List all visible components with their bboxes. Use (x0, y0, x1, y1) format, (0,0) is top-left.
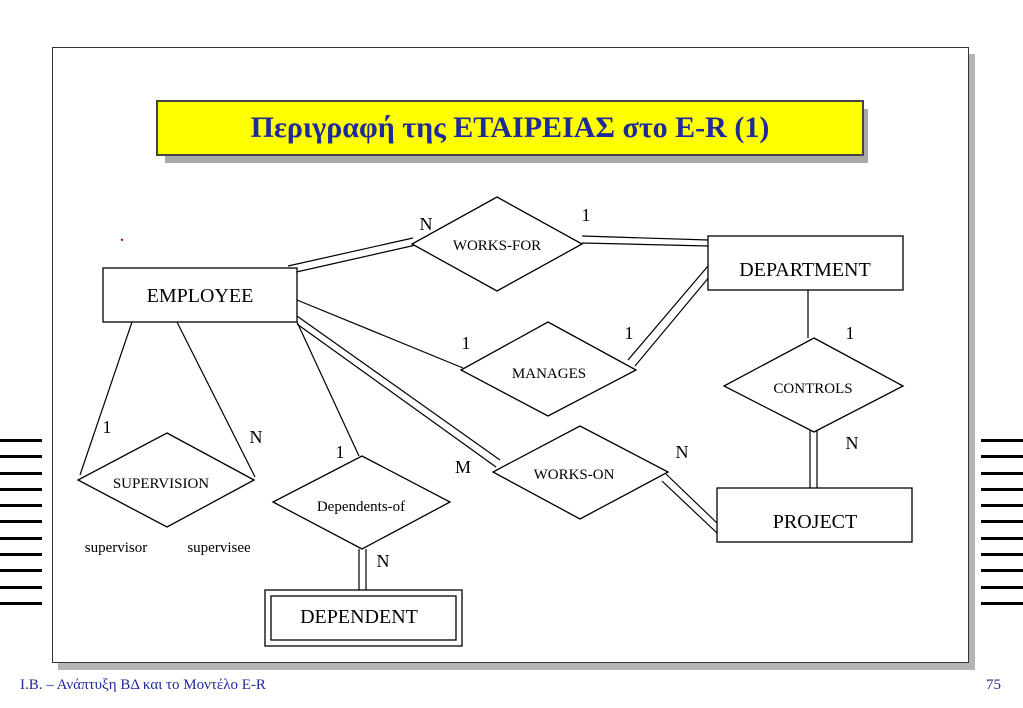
edge-employee-supervision-supervisor (79, 321, 133, 476)
label-controls: CONTROLS (773, 381, 852, 397)
card-worksfor-department: 1 (582, 205, 591, 225)
edge-workson-project-a (665, 473, 718, 524)
left-stripes (0, 439, 42, 618)
card-worksfor-employee: N (420, 214, 433, 234)
edge-manages-department-a (627, 265, 709, 361)
rel-works-for (410, 196, 584, 292)
entity-dependent-inner (270, 595, 457, 641)
edge-worksfor-department-b (581, 242, 709, 247)
rel-supervision (76, 432, 256, 528)
label-manages: MANAGES (512, 366, 586, 382)
card-supervision-supervisee: N (250, 427, 263, 447)
rel-manages (459, 321, 638, 417)
card-controls-project: N (846, 433, 859, 453)
card-workson-project: N (676, 442, 689, 462)
label-works-for: WORKS-FOR (453, 238, 541, 254)
footer-page-number: 75 (986, 677, 1001, 693)
footer-course-title: Ι.Β. – Ανάπτυξη ΒΔ και το Μοντέλο E-R (20, 677, 266, 693)
rel-dependents-of (271, 455, 452, 550)
card-workson-employee: M (455, 457, 471, 477)
edge-employee-worksfor-a (287, 237, 414, 267)
label-dependents-of: Dependents-of (317, 499, 405, 515)
edge-employee-worksfor-b (291, 244, 417, 274)
card-dependentsof-employee: 1 (336, 442, 345, 462)
label-project: PROJECT (773, 511, 857, 533)
label-supervision: SUPERVISION (113, 476, 209, 492)
edge-manages-department-b (634, 275, 711, 367)
edge-employee-workson-b (296, 323, 497, 468)
label-dependent: DEPENDENT (300, 606, 418, 628)
edge-employee-supervision-supervisee (176, 321, 256, 478)
entity-department (707, 235, 904, 291)
card-manages-employee: 1 (462, 333, 471, 353)
label-works-on: WORKS-ON (534, 467, 615, 483)
card-manages-department: 1 (625, 323, 634, 343)
edge-worksfor-department-a (581, 235, 709, 241)
right-stripes (981, 439, 1023, 618)
edge-employee-manages (296, 299, 464, 369)
entity-employee (102, 267, 298, 323)
entity-project (716, 487, 913, 543)
edge-employee-workson-a (296, 315, 501, 461)
role-supervisee: supervisee (187, 540, 251, 556)
rel-controls (722, 337, 905, 433)
edge-workson-project-b (661, 480, 718, 534)
card-supervision-supervisor: 1 (103, 417, 112, 437)
card-dependentsof-dependent: N (377, 551, 390, 571)
label-department: DEPARTMENT (739, 259, 870, 281)
role-supervisor: supervisor (85, 540, 148, 556)
slide-title: Περιγραφή της ΕΤΑΙΡΕΙΑΣ στο E-R (1) (156, 100, 864, 156)
rel-works-on (491, 425, 670, 520)
card-controls-department: 1 (846, 323, 855, 343)
edge-employee-dependentsof (296, 321, 360, 457)
stray-dot: . (120, 224, 125, 246)
label-employee: EMPLOYEE (147, 285, 254, 307)
